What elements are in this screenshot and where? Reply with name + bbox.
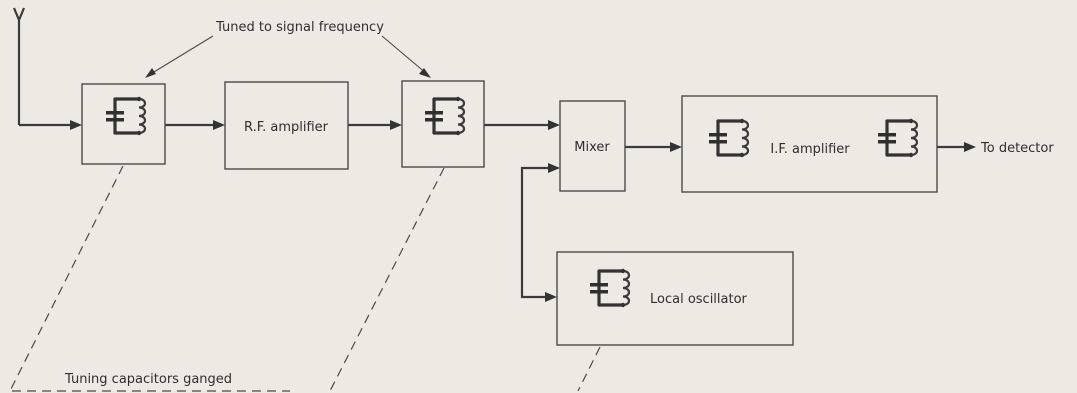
antenna-icon	[12, 7, 26, 125]
ganged-tuning-dashes: Tuning capacitors ganged	[9, 165, 601, 392]
mixer-block: Mixer	[559, 100, 626, 192]
rf-amplifier-block: R.F. amplifier	[224, 81, 349, 170]
ganged-note-label: Tuning capacitors ganged	[64, 372, 232, 387]
if-amplifier-label: I.F. amplifier	[770, 142, 850, 157]
oscillator-feed-wire	[520, 163, 560, 302]
local-oscillator-block: Local oscillator	[556, 251, 794, 346]
tuned-note-label: Tuned to signal frequency	[215, 20, 384, 35]
signal-path-wires	[19, 120, 976, 152]
tuned-note: Tuned to signal frequency	[145, 20, 431, 78]
rf-amplifier-label: R.F. amplifier	[244, 120, 329, 135]
input-tuned-circuit	[81, 83, 166, 165]
if-amplifier-block: I.F. amplifier	[681, 95, 938, 193]
local-oscillator-label: Local oscillator	[650, 292, 748, 307]
interstage-tuned-circuit	[401, 80, 485, 168]
mixer-label: Mixer	[574, 140, 610, 155]
to-detector-label: To detector	[980, 141, 1054, 156]
